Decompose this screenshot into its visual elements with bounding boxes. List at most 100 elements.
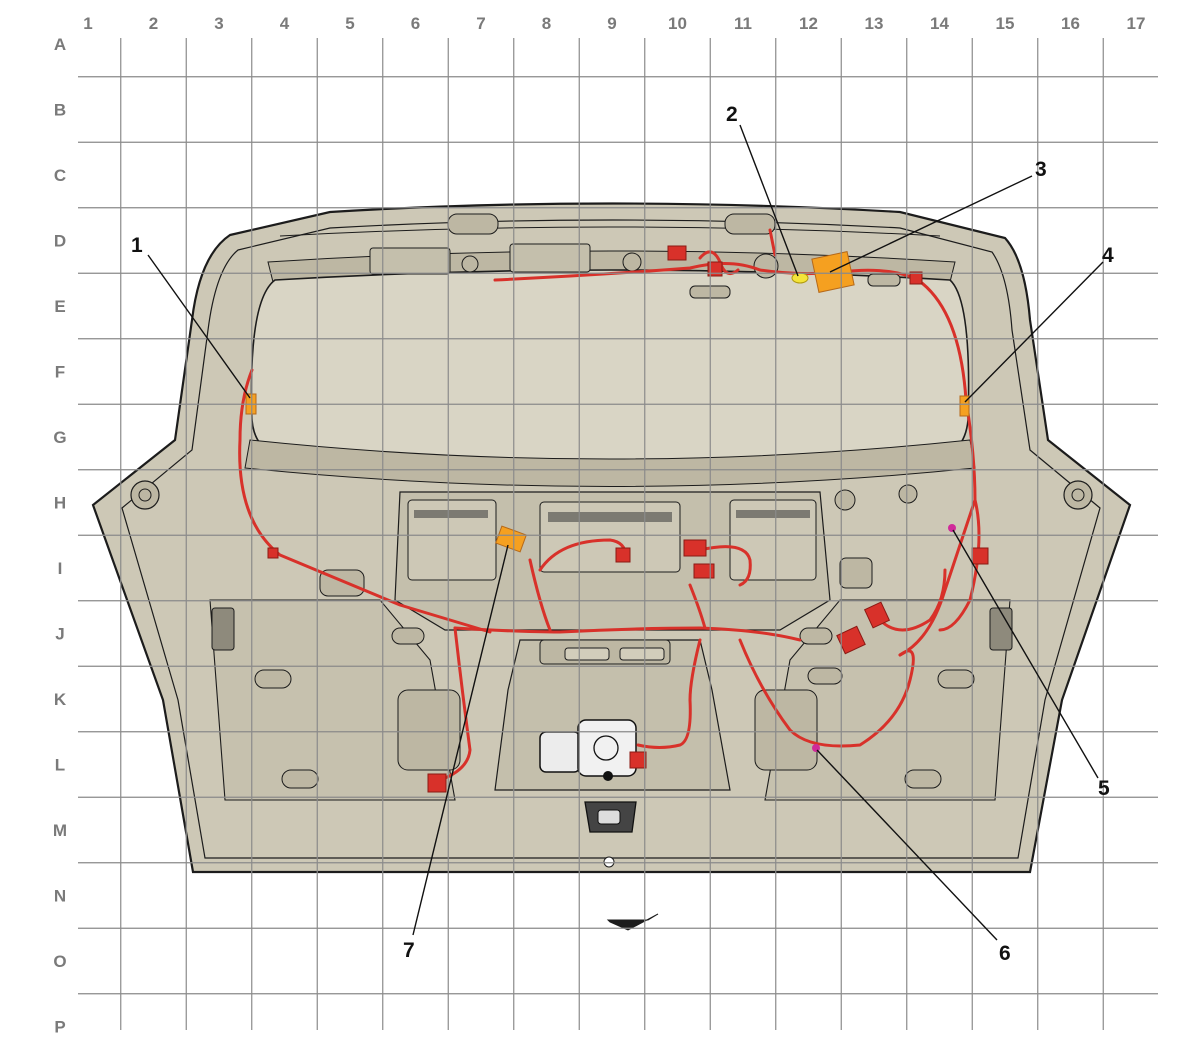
grid-row-label: B <box>54 101 66 120</box>
connector-2 <box>791 272 809 284</box>
grid-column-label: 1 <box>83 14 92 33</box>
grid-row-label: I <box>58 559 63 578</box>
connector-red-top-1 <box>667 245 687 261</box>
callout-7: 7 <box>403 939 415 962</box>
oval-slot-c1 <box>391 627 425 645</box>
oval-slot-right-l <box>904 769 942 789</box>
connector-red-right-1 <box>863 601 891 629</box>
oval-slot-c2 <box>799 627 833 645</box>
grid-column-label: 14 <box>930 14 949 33</box>
leader-5 <box>952 529 1099 779</box>
callout-6: 6 <box>999 942 1011 965</box>
bottom-center-mark <box>603 856 615 868</box>
left-access-hole <box>397 689 461 771</box>
inner-window-1 <box>407 499 497 581</box>
grid-row-label: D <box>54 232 66 251</box>
grid-row-label: H <box>54 494 66 513</box>
connector-red-top-2 <box>707 261 723 277</box>
leader-6 <box>816 749 998 941</box>
connector-5 <box>948 524 956 532</box>
grid-row-label: F <box>55 363 65 382</box>
right-access-hole <box>754 689 818 771</box>
tailgate-inner-flange <box>121 219 1101 859</box>
connectors <box>245 245 989 793</box>
connector-red-center <box>615 547 631 563</box>
left-hinge-boss-inner <box>138 488 152 502</box>
harness-left-vertical <box>238 368 492 634</box>
wiper-motor <box>539 719 637 781</box>
connector-red-wiper <box>629 751 647 769</box>
harness-right-lower <box>738 638 915 748</box>
connector-red-center-right-1 <box>683 539 707 557</box>
grid-column-label: 8 <box>542 14 551 33</box>
harness-top-run <box>493 261 920 282</box>
grid-column-label: 4 <box>280 14 290 33</box>
grid-column-label: 6 <box>411 14 420 33</box>
grid-column-label: 17 <box>1127 14 1146 33</box>
callout-5: 5 <box>1098 777 1110 800</box>
connector-3 <box>811 251 855 293</box>
right-lower-panel <box>764 599 1011 801</box>
top-bracket-left <box>369 247 451 275</box>
grid-lines <box>78 38 1158 1030</box>
top-vent-right <box>724 213 776 235</box>
grid-column-label: 2 <box>149 14 158 33</box>
callout-1: 1 <box>131 234 143 257</box>
top-slot-far-right <box>867 273 901 287</box>
leader-2 <box>739 124 799 277</box>
callout-3: 3 <box>1035 158 1047 181</box>
grid-row-label: G <box>53 428 66 447</box>
grid-row-label: C <box>54 166 66 185</box>
grid-column-label: 16 <box>1061 14 1080 33</box>
inner-window-1-shade <box>414 510 488 518</box>
oval-slot-right-j <box>937 669 975 689</box>
right-side-tab <box>839 557 873 589</box>
oval-slot-left-l <box>281 769 319 789</box>
top-grommet-mid <box>622 252 642 272</box>
callout-4: 4 <box>1102 244 1114 267</box>
grid-column-label: 5 <box>345 14 354 33</box>
harness-right-vertical-2 <box>938 498 981 632</box>
leader-3 <box>829 175 1033 273</box>
connector-red-center-right-2 <box>693 563 715 579</box>
connector-red-top-3 <box>909 271 923 285</box>
harness-right-connector-run <box>878 568 947 632</box>
grid-column-label: 12 <box>799 14 818 33</box>
rear-window-opening <box>250 269 970 478</box>
left-side-latch <box>211 607 235 651</box>
grid-row-label: P <box>54 1018 65 1037</box>
connector-red-left-lower <box>427 773 447 793</box>
grid-row-label: N <box>54 887 66 906</box>
grid-row-label: E <box>54 297 65 316</box>
connector-6 <box>812 744 820 752</box>
upper-boss-mid-right <box>898 484 918 504</box>
harness-right-vertical <box>898 278 977 657</box>
right-hinge-boss <box>1063 480 1093 510</box>
upper-boss-mid-left <box>834 489 856 511</box>
latch-inner <box>597 809 621 825</box>
grid-column-label: 7 <box>476 14 485 33</box>
wiring-harness <box>238 228 981 782</box>
top-bracket-mid <box>509 243 591 273</box>
callout-2: 2 <box>726 103 738 126</box>
inner-window-2-shade <box>548 512 672 522</box>
grid-row-label: J <box>55 625 64 644</box>
top-vent-left <box>447 213 499 235</box>
top-grommet-left <box>461 255 479 273</box>
harness-center-horizontal <box>453 626 802 642</box>
license-slot-left <box>564 647 610 661</box>
grid-column-label: 10 <box>668 14 687 33</box>
harness-top-branch-2 <box>768 228 777 257</box>
top-grommet-right <box>753 253 779 279</box>
grid-row-label: O <box>53 952 66 971</box>
inner-window-3-shade <box>736 510 810 518</box>
leader-7 <box>412 544 509 936</box>
grid-column-label: 11 <box>734 14 752 33</box>
callout-leaders <box>147 124 1104 941</box>
grid-row-label: L <box>55 756 65 775</box>
oval-slot-left-j <box>254 669 292 689</box>
tailgate-top-lip <box>279 226 941 237</box>
oval-slot-k-left <box>807 667 843 685</box>
